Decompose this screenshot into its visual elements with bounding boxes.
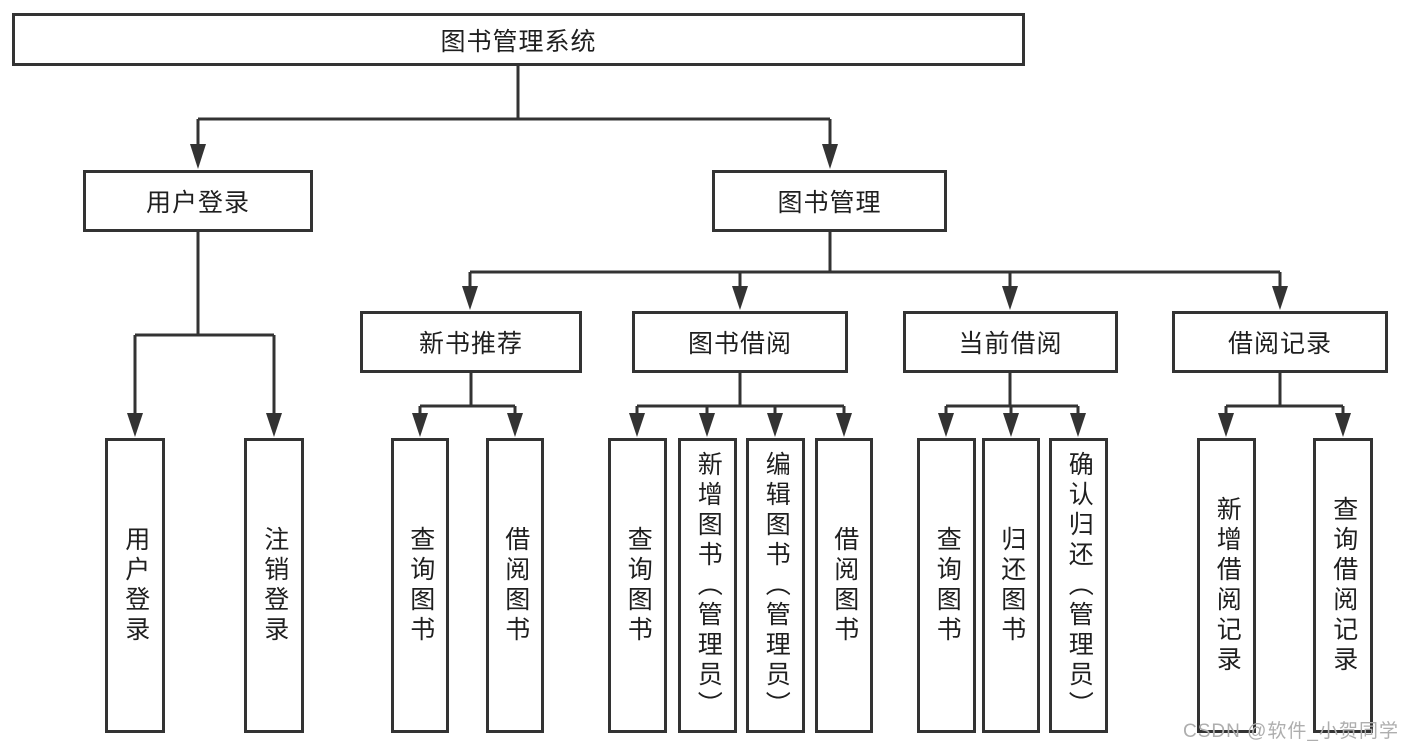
watermark: CSDN @软件_小贺同学: [1183, 721, 1399, 742]
node-user-login-label: 用户登录: [145, 189, 250, 217]
leaf-confirm-return-admin: 确认归还（管理员）: [1049, 438, 1108, 733]
node-new-book-recommend-label: 新书推荐: [418, 330, 523, 358]
leaf-borrow-books: 借阅图书: [815, 438, 873, 733]
leaf-user-login: 用户登录: [105, 438, 165, 733]
leaf-add-book-admin-label: 新增图书（管理员）: [694, 450, 723, 721]
leaf-borrow-books-recommend: 借阅图书: [486, 438, 544, 733]
leaf-query-books-current: 查询图书: [917, 438, 976, 733]
node-current-borrow-label: 当前借阅: [958, 330, 1063, 358]
leaf-query-books-recommend-label: 查询图书: [406, 525, 435, 646]
node-book-management-label: 图书管理: [777, 189, 882, 217]
node-current-borrow: 当前借阅: [903, 311, 1118, 373]
leaf-edit-book-admin: 编辑图书（管理员）: [746, 438, 805, 733]
leaf-add-borrow-record-label: 新增借阅记录: [1213, 495, 1242, 676]
leaf-user-login-label: 用户登录: [121, 525, 150, 646]
leaf-edit-book-admin-label: 编辑图书（管理员）: [762, 450, 791, 721]
leaf-query-books-borrow: 查询图书: [608, 438, 667, 733]
node-user-login: 用户登录: [83, 170, 313, 232]
leaf-confirm-return-admin-label: 确认归还（管理员）: [1065, 450, 1094, 721]
node-book-management: 图书管理: [712, 170, 947, 232]
leaf-query-books-borrow-label: 查询图书: [624, 525, 653, 646]
leaf-borrow-books-recommend-label: 借阅图书: [501, 525, 530, 646]
node-root-label: 图书管理系统: [440, 27, 597, 56]
leaf-return-book: 归还图书: [982, 438, 1040, 733]
leaf-logout: 注销登录: [244, 438, 304, 733]
node-book-borrow-label: 图书借阅: [687, 330, 792, 358]
node-root: 图书管理系统: [12, 13, 1025, 66]
leaf-return-book-label: 归还图书: [997, 525, 1026, 646]
node-new-book-recommend: 新书推荐: [360, 311, 582, 373]
leaf-add-borrow-record: 新增借阅记录: [1197, 438, 1256, 733]
leaf-query-books-recommend: 查询图书: [391, 438, 449, 733]
leaf-query-borrow-record: 查询借阅记录: [1313, 438, 1373, 733]
leaf-add-book-admin: 新增图书（管理员）: [678, 438, 737, 733]
leaf-query-books-current-label: 查询图书: [933, 525, 962, 646]
leaf-query-borrow-record-label: 查询借阅记录: [1329, 495, 1358, 676]
node-book-borrow: 图书借阅: [632, 311, 848, 373]
leaf-borrow-books-label: 借阅图书: [830, 525, 859, 646]
leaf-logout-label: 注销登录: [260, 525, 289, 646]
node-borrow-records: 借阅记录: [1172, 311, 1388, 373]
node-borrow-records-label: 借阅记录: [1227, 330, 1332, 358]
